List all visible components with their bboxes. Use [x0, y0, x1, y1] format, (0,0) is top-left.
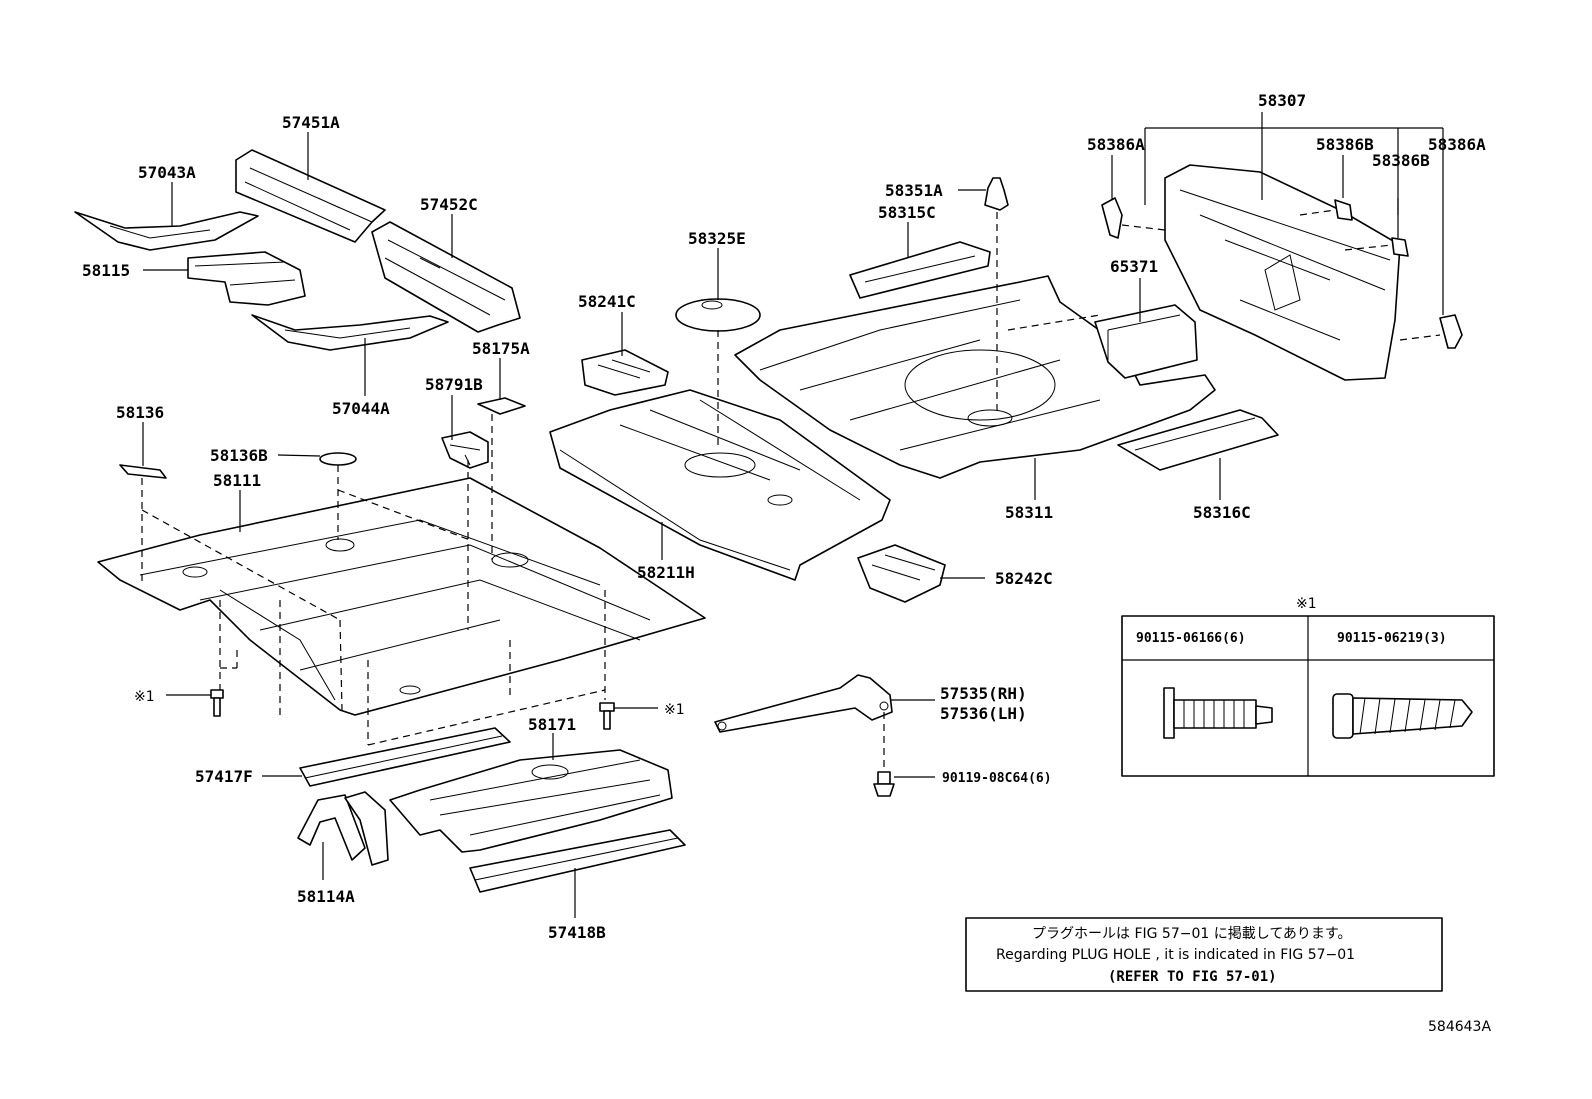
part-57043A-drawing: [74, 211, 259, 251]
part-label: 58242C: [995, 569, 1053, 588]
part-58136B-drawing: [319, 452, 357, 466]
part-label: 58115: [82, 261, 130, 280]
part-58241C-drawing: [581, 349, 669, 396]
part-65371-drawing: [1094, 304, 1198, 379]
part-57451A-drawing: [235, 149, 386, 243]
part-label: 65371: [1110, 257, 1158, 276]
fastener-table: ※1 90115-06166(6) 90115-06219(3): [1121, 596, 1495, 777]
part-label: 58307: [1258, 91, 1306, 110]
note-line-refer: (REFER TO FIG 57-01): [1108, 969, 1277, 985]
part-label: 58311: [1005, 503, 1053, 522]
part-label: 57417F: [195, 767, 253, 786]
part-58136-drawing: [119, 464, 167, 479]
part-label: 58351A: [885, 181, 943, 200]
assembly-lines: [141, 209, 1441, 770]
part-label: 58171: [528, 715, 576, 734]
part-58175A-drawing: [477, 397, 526, 415]
note-box: プラグホールは FIG 57−01 に掲載してあります。 Regarding P…: [965, 917, 1443, 992]
part-57452C-drawing: [371, 221, 521, 333]
part-label: 58241C: [578, 292, 636, 311]
part-57417F-drawing: [299, 727, 511, 787]
part-57535-brace-drawing: [714, 674, 893, 733]
part-label: 57535(RH): [940, 684, 1027, 703]
bolt-90119-drawing: [873, 771, 895, 797]
part-58325E-drawing: [675, 298, 761, 332]
part-label: 57418B: [548, 923, 606, 942]
part-58307-drawing: [1164, 164, 1401, 381]
bolt-90115-06219-drawing: [1332, 693, 1473, 739]
part-labels: 57451A 57043A 57452C 58115 57044A 58175A…: [82, 91, 1486, 942]
fastener-table-title: ※1: [1296, 596, 1317, 612]
part-label: 58386B: [1316, 135, 1374, 154]
part-label: 58386A: [1087, 135, 1145, 154]
part-58386B-1-drawing: [1334, 199, 1353, 221]
part-57044A-drawing: [251, 314, 449, 351]
ref-mark: ※1: [134, 689, 155, 705]
part-57418B-drawing: [469, 829, 686, 893]
part-58791B-drawing: [441, 431, 489, 469]
part-58171-drawing: [389, 749, 673, 853]
fastener-col1-header: 90115-06166(6): [1136, 631, 1246, 646]
part-58111-drawing: [97, 477, 706, 716]
part-label: 58386A: [1428, 135, 1486, 154]
diagram-code: 584643A: [1428, 1019, 1491, 1035]
part-label: 58791B: [425, 375, 483, 394]
part-label: 58175A: [472, 339, 530, 358]
part-label: 57044A: [332, 399, 390, 418]
part-label: 57043A: [138, 163, 196, 182]
part-label: 57451A: [282, 113, 340, 132]
part-58316C-drawing: [1117, 409, 1279, 471]
part-label: 58325E: [688, 229, 746, 248]
part-label: 57536(LH): [940, 704, 1027, 723]
part-label: 58114A: [297, 887, 355, 906]
part-label: 58211H: [637, 563, 695, 582]
part-label: 90119-08C64(6): [942, 771, 1052, 786]
part-58211H-drawing: [549, 389, 891, 581]
part-58386B-2-drawing: [1391, 237, 1409, 257]
ref-mark: ※1: [664, 702, 685, 718]
leader-lines: [142, 112, 1444, 918]
bolt-left-drawing: [210, 689, 224, 717]
part-label: 58386B: [1372, 151, 1430, 170]
part-label: 58315C: [878, 203, 936, 222]
part-58311-drawing: [734, 275, 1216, 479]
part-label: 58316C: [1193, 503, 1251, 522]
part-58115-drawing: [187, 251, 306, 306]
part-label: 57452C: [420, 195, 478, 214]
fastener-col2-header: 90115-06219(3): [1337, 631, 1447, 646]
part-58351A-drawing: [984, 177, 1009, 211]
part-58386A-left-drawing: [1101, 197, 1123, 239]
part-label: 58136: [116, 403, 164, 422]
bolt-90115-06166-drawing: [1163, 687, 1273, 739]
part-label: 58111: [213, 471, 261, 490]
part-58315C-drawing: [849, 241, 991, 299]
note-line-en: Regarding PLUG HOLE , it is indicated in…: [996, 947, 1355, 963]
part-58242C-drawing: [857, 544, 946, 603]
bolt-center-drawing: [599, 702, 615, 730]
part-label: 58136B: [210, 446, 268, 465]
note-line-jp: プラグホールは FIG 57−01 に掲載してあります。: [1032, 926, 1352, 942]
part-58386A-right-drawing: [1439, 314, 1463, 349]
part-58114A-drawing: [297, 791, 389, 866]
